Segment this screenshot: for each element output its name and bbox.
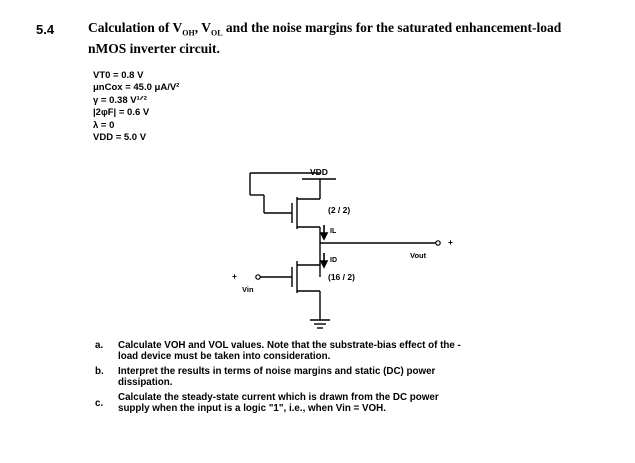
problem-number: 5.4	[36, 22, 55, 37]
inverter-circuit: VDD (2 / 2) IL ID (16 / 2) Vout + Vin +	[220, 155, 480, 335]
question-c-line1: Calculate the steady-state current which…	[118, 392, 439, 403]
question-a-line1: Calculate VOH and VOL values. Note that …	[118, 340, 461, 351]
title-sep: , V	[194, 20, 211, 35]
title-part2: and the noise margins for the saturated …	[222, 20, 562, 35]
question-a-text: Calculate VOH and VOL values. Note that …	[118, 340, 568, 362]
title-sub-oh: OH	[182, 28, 195, 38]
id-label: ID	[330, 257, 337, 264]
load-ratio-label: (2 / 2)	[328, 205, 351, 215]
parameter-list: VT0 = 0.8 V μnCox = 45.0 μA/V² γ = 0.38 …	[93, 70, 179, 144]
question-c-letter: c.	[95, 398, 104, 409]
param-uncox: μnCox = 45.0 μA/V²	[93, 82, 180, 94]
param-vdd: VDD = 5.0 V	[93, 132, 147, 144]
question-b-line1: Interpret the results in terms of noise …	[118, 366, 436, 377]
vout-terminal	[435, 240, 441, 246]
param-lambda: λ = 0	[93, 119, 115, 131]
vin-plus: +	[232, 271, 237, 281]
question-a-line2: load device must be taken into considera…	[118, 351, 331, 362]
vout-label: Vout	[410, 251, 427, 260]
param-gamma: γ = 0.38 V¹ᐟ²	[93, 94, 147, 106]
problem-title: Calculation of VOH, VOL and the noise ma…	[88, 20, 618, 56]
title-line2: nMOS inverter circuit.	[88, 40, 220, 56]
vin-label: Vin	[242, 285, 254, 294]
question-b-line2: dissipation.	[118, 377, 173, 388]
param-phif: |2φF| = 0.6 V	[93, 107, 150, 119]
circuit-schematic	[249, 172, 441, 329]
question-c-text: Calculate the steady-state current which…	[118, 392, 568, 414]
vout-plus: +	[448, 237, 453, 247]
title-part1: Calculation of V	[88, 20, 183, 35]
param-vt0: VT0 = 0.8 V	[93, 70, 144, 81]
il-label: IL	[330, 228, 337, 235]
question-c-line2: supply when the input is a logic "1", i.…	[118, 403, 386, 414]
question-b-text: Interpret the results in terms of noise …	[118, 366, 568, 388]
question-b-letter: b.	[95, 366, 104, 377]
vin-terminal	[255, 274, 261, 280]
vdd-label: VDD	[310, 167, 328, 177]
title-sub-ol: OL	[210, 28, 223, 38]
driver-ratio-label: (16 / 2)	[328, 272, 355, 282]
question-a-letter: a.	[95, 340, 104, 351]
